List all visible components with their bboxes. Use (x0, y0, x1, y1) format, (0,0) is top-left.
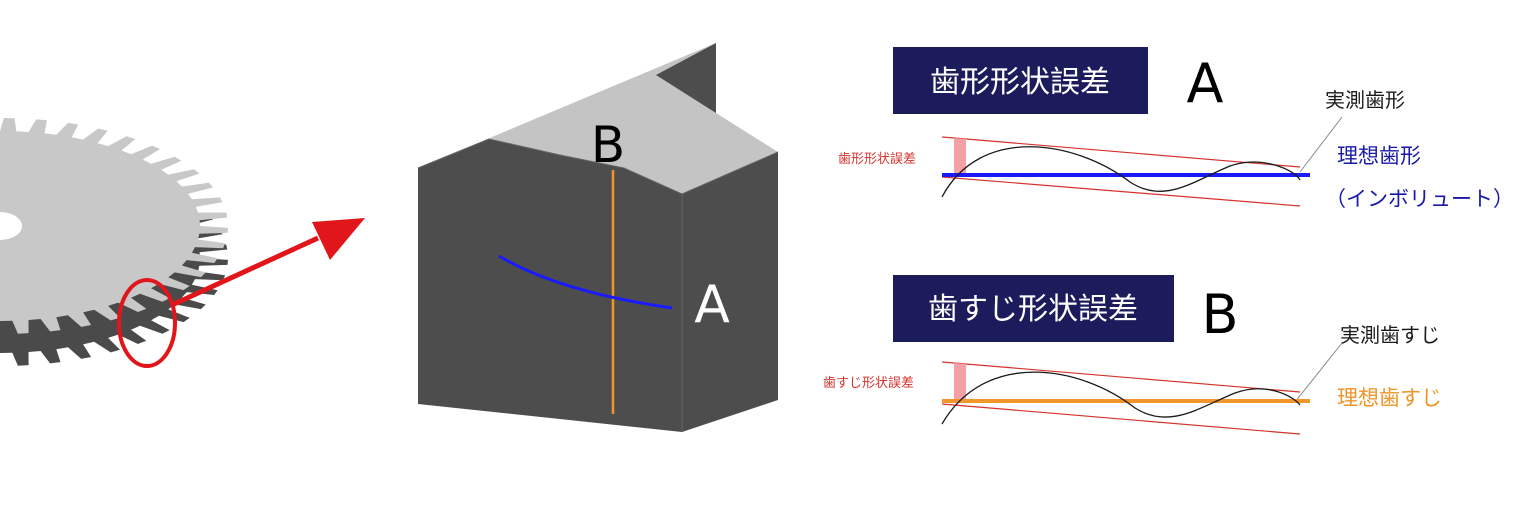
profile-letter: A (1187, 52, 1224, 115)
lead-error-label: 歯すじ形状誤差 (823, 375, 914, 391)
highlight-circle (117, 278, 177, 368)
tooth-closeup: B A (417, 43, 779, 432)
tooth-label-b: B (591, 116, 625, 174)
profile-ideal-sub-label: （インボリュート） (1325, 187, 1514, 211)
profile-error-label: 歯形形状誤差 (838, 151, 916, 167)
profile-error-mark (954, 138, 966, 175)
profile-ideal-label: 理想歯形 (1337, 144, 1421, 168)
tooth-back-face (656, 43, 716, 113)
profile-measured-curve (941, 146, 1301, 198)
lead-lower-tolerance (941, 403, 1301, 435)
profile-error-section: 歯形形状誤差 A 実測歯形 理想歯形 （インボリュート） 歯形形状誤差 (838, 47, 1514, 211)
lead-title-box (893, 275, 1174, 342)
tooth-edge-highlight (417, 138, 779, 195)
lead-ideal-label: 理想歯すじ (1337, 386, 1442, 410)
gear-top-face (0, 118, 228, 334)
tooth-front-face (418, 139, 778, 432)
lead-error-mark (954, 363, 966, 401)
profile-curve-a (498, 254, 673, 310)
profile-lower-tolerance (941, 176, 1301, 207)
tooth-label-a: A (694, 275, 730, 335)
profile-title-box (893, 47, 1148, 114)
profile-measured-label: 実測歯形 (1325, 88, 1405, 112)
gear-illustration (0, 118, 365, 368)
lead-error-section: 歯すじ形状誤差 B 実測歯すじ 理想歯すじ 歯すじ形状誤差 (823, 275, 1442, 435)
gear-bore-hole (0, 212, 22, 240)
lead-leader-line (1294, 342, 1343, 403)
highlight-arrow-shaft (170, 235, 320, 308)
profile-title: 歯形形状誤差 (930, 65, 1110, 100)
profile-upper-tolerance (941, 136, 1301, 168)
lead-measured-label: 実測歯すじ (1340, 323, 1440, 347)
lead-upper-tolerance (941, 361, 1301, 393)
lead-measured-curve (941, 371, 1301, 425)
lead-title: 歯すじ形状誤差 (928, 292, 1138, 327)
lead-letter: B (1201, 283, 1238, 346)
profile-leader-line (1299, 116, 1343, 173)
highlight-arrow-head (312, 218, 365, 260)
